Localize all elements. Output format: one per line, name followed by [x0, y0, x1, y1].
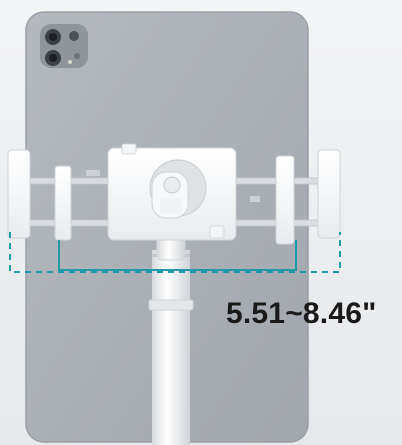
- right-clamp: [250, 149, 341, 245]
- left-clamp: [7, 149, 100, 241]
- swivel-joint: [149, 159, 207, 219]
- camera-module-icon: [40, 24, 88, 68]
- width-dimension: [9, 232, 341, 273]
- dimension-label: 5.51~8.46": [226, 297, 377, 330]
- telescopic-pole: [148, 209, 194, 445]
